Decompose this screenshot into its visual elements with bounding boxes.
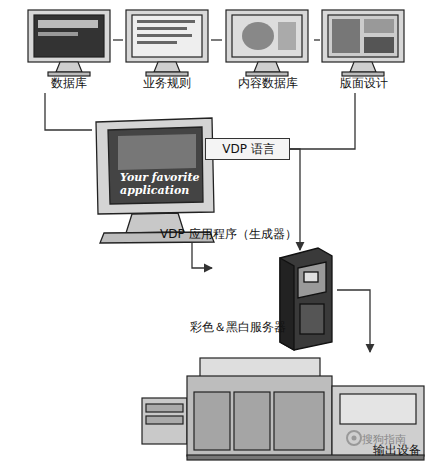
device-node: 业务规则 xyxy=(123,8,211,93)
node-label: 彩色＆黑白服务器 xyxy=(190,320,290,335)
device-node: Your favorite applicationVDP 应用程序（生成器） VD… xyxy=(92,115,325,243)
node-label: 内容数据库 xyxy=(222,76,314,91)
monitor xyxy=(226,10,308,76)
printer xyxy=(142,358,424,460)
watermark-icon xyxy=(347,431,361,445)
node-label: VDP 应用程序（生成器） xyxy=(160,227,320,242)
device-node: 版面设计 xyxy=(320,8,408,93)
process-box: VDP 语言 xyxy=(205,138,290,160)
connector xyxy=(314,39,320,40)
watermark: 搜狗指南 xyxy=(362,432,406,447)
device-node: 数据库 xyxy=(25,8,113,93)
connector xyxy=(113,39,123,40)
device-node: 彩色＆黑白服务器 xyxy=(212,250,337,350)
connector xyxy=(211,39,222,40)
monitor xyxy=(322,10,404,76)
connector xyxy=(192,243,212,268)
server-tower xyxy=(280,248,332,350)
screen-text: Your favorite application xyxy=(120,171,200,197)
connector xyxy=(45,93,92,130)
connector xyxy=(337,290,370,352)
node-label: 数据库 xyxy=(25,76,113,91)
large-monitor xyxy=(96,118,214,243)
node-label: VDP 语言 xyxy=(206,142,291,157)
node-label: 版面设计 xyxy=(320,76,408,91)
device-node: 内容数据库 xyxy=(222,8,314,93)
monitor xyxy=(28,10,110,76)
node-label: 业务规则 xyxy=(123,76,211,91)
connector xyxy=(290,93,355,149)
monitor xyxy=(126,10,208,76)
